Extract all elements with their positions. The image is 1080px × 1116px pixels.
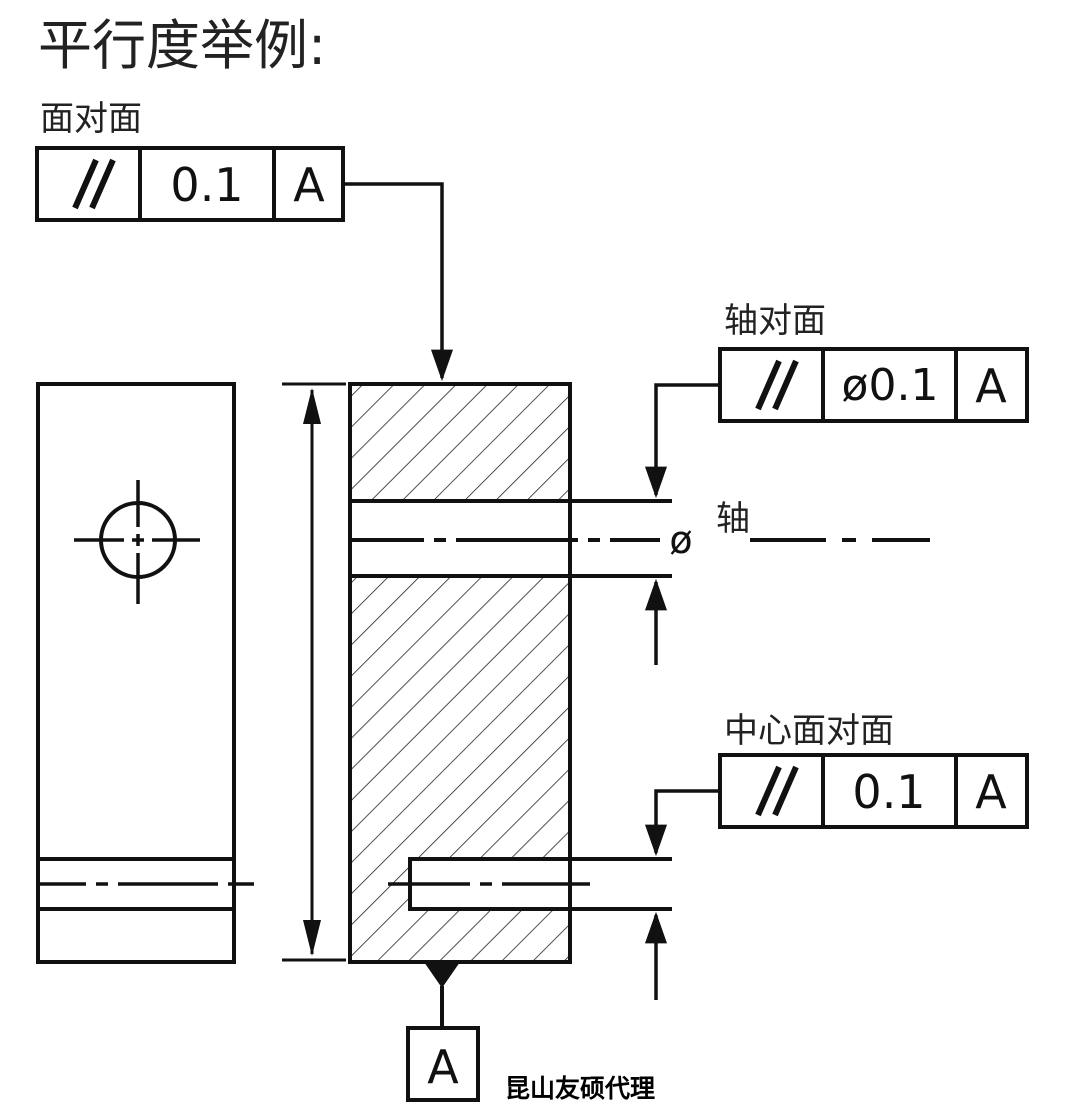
center-mark-icon — [74, 480, 200, 604]
axis-label: 轴 — [716, 499, 750, 539]
section-view — [348, 382, 930, 964]
frame-datum: A — [293, 158, 325, 212]
feature-control-frame-median: 0.1 A — [718, 753, 1029, 829]
feature-control-frame-face: 0.1 A — [35, 146, 345, 222]
watermark-text: 昆山友硕代理 — [505, 1074, 655, 1103]
side-view-outline — [36, 382, 236, 964]
feature-control-frame-axis: ø0.1 A — [718, 347, 1029, 423]
page-title: 平行度举例: — [38, 14, 326, 77]
label-face-to-face: 面对面 — [40, 99, 142, 139]
frame-datum: A — [975, 765, 1007, 819]
parallelism-symbol-icon — [72, 158, 116, 210]
frame-tolerance: 0.1 — [852, 765, 925, 819]
label-axis-to-face: 轴对面 — [724, 301, 826, 341]
datum-feature: A — [406, 962, 480, 1102]
leader-face — [343, 182, 454, 382]
label-median-plane-to-face: 中心面对面 — [724, 711, 894, 751]
datum-letter: A — [427, 1040, 459, 1094]
datum-triangle-icon — [424, 962, 460, 988]
frame-datum: A — [975, 359, 1007, 413]
leader-axis — [644, 383, 720, 499]
frame-tolerance: ø0.1 — [842, 360, 939, 411]
frame-tolerance: 0.1 — [170, 158, 243, 212]
leader-median — [644, 789, 720, 857]
side-view — [36, 382, 254, 964]
hatch-upper — [350, 384, 570, 501]
datum-box — [406, 1026, 480, 1102]
height-dimension — [282, 382, 346, 962]
parallelism-symbol-icon — [755, 359, 799, 411]
parallelism-symbol-icon — [755, 765, 799, 817]
diameter-symbol: ø — [669, 518, 692, 562]
